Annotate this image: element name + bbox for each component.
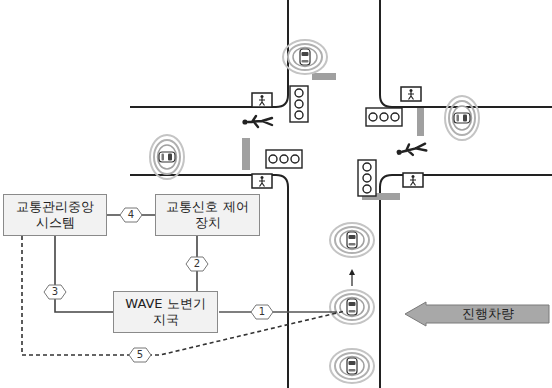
drawing-part — [150, 135, 184, 179]
callout-number: 4 — [119, 207, 143, 223]
drawing-part — [22, 236, 345, 355]
traffic-lights — [266, 86, 402, 196]
callout-number: 3 — [43, 284, 67, 300]
arrow-outline — [405, 302, 549, 326]
drawing-part — [269, 155, 277, 163]
drawing-part — [380, 0, 552, 107]
system-box: 교통관리중앙 시스템 — [3, 194, 107, 236]
node-text-group: 진행차량 — [462, 306, 514, 322]
drawing-part — [312, 73, 336, 80]
drawing-part — [242, 138, 250, 170]
controller-box: 교통신호 제어장치 — [155, 194, 260, 236]
drawing-part — [417, 108, 424, 136]
callout-text: 2 — [194, 258, 200, 270]
node-text-group: 교통신호 제어장치 — [162, 199, 253, 231]
drawing-part — [290, 86, 308, 122]
drawing-part — [291, 155, 299, 163]
roadside-unit-box: WAVE 노변기지국 — [113, 291, 218, 333]
drawing-part — [330, 290, 374, 324]
drawing-part — [363, 163, 371, 171]
hexagon-outline — [44, 285, 66, 299]
drawing-part — [401, 87, 421, 101]
drawing-part — [363, 185, 371, 193]
callout-number: 5 — [128, 347, 152, 363]
drawing-part — [283, 40, 327, 74]
drawing-part — [380, 113, 388, 121]
node-label: 교통신호 제어장치 — [162, 199, 253, 231]
node-label: 진행차량 — [462, 306, 514, 322]
drawing-part — [391, 113, 399, 121]
drawing-part — [130, 0, 288, 107]
drawing-part — [366, 108, 402, 126]
hexagon-outline — [186, 257, 208, 271]
drawing-part — [219, 311, 337, 313]
travel-arrow — [349, 269, 355, 286]
node-label: 교통관리중앙 시스템 — [10, 199, 100, 231]
drawing-part — [280, 155, 288, 163]
drawing-part — [330, 223, 374, 257]
drawing-part — [252, 174, 272, 188]
drawing-part — [130, 175, 288, 388]
drawing-part — [295, 111, 303, 119]
node-text-group: WAVE 노변기지국 — [120, 296, 211, 328]
drawing-part — [396, 142, 427, 158]
drawing-part — [266, 150, 302, 168]
callout-text: 5 — [137, 349, 143, 361]
drawing-part — [349, 269, 355, 275]
callout-number: 1 — [250, 304, 274, 320]
drawing-part — [369, 113, 377, 121]
drawing-part — [363, 174, 371, 182]
drawing-part — [242, 116, 272, 127]
drawing-part — [403, 173, 423, 187]
drawing-part — [330, 349, 374, 383]
drawing-part — [295, 89, 303, 97]
drawing-part — [252, 93, 272, 107]
hexagon-outline — [120, 208, 142, 222]
callout-text: 4 — [128, 209, 134, 221]
node-text-group: 교통관리중앙 시스템 — [10, 199, 100, 231]
drawing-part — [358, 160, 376, 196]
callout-text: 1 — [259, 306, 265, 318]
node-label: WAVE 노변기지국 — [120, 296, 211, 328]
drawing-part — [445, 96, 479, 140]
stop-lines — [242, 73, 424, 200]
hexagon-outline — [129, 348, 151, 362]
drawing-part — [295, 100, 303, 108]
callout-number: 2 — [185, 256, 209, 272]
vehicle-arrow: 진행차량 — [404, 301, 550, 327]
link-lines — [22, 236, 345, 355]
drawing-part — [380, 175, 552, 388]
connector-line — [55, 236, 113, 312]
hexagon-outline — [251, 305, 273, 319]
callout-text: 3 — [52, 286, 58, 298]
